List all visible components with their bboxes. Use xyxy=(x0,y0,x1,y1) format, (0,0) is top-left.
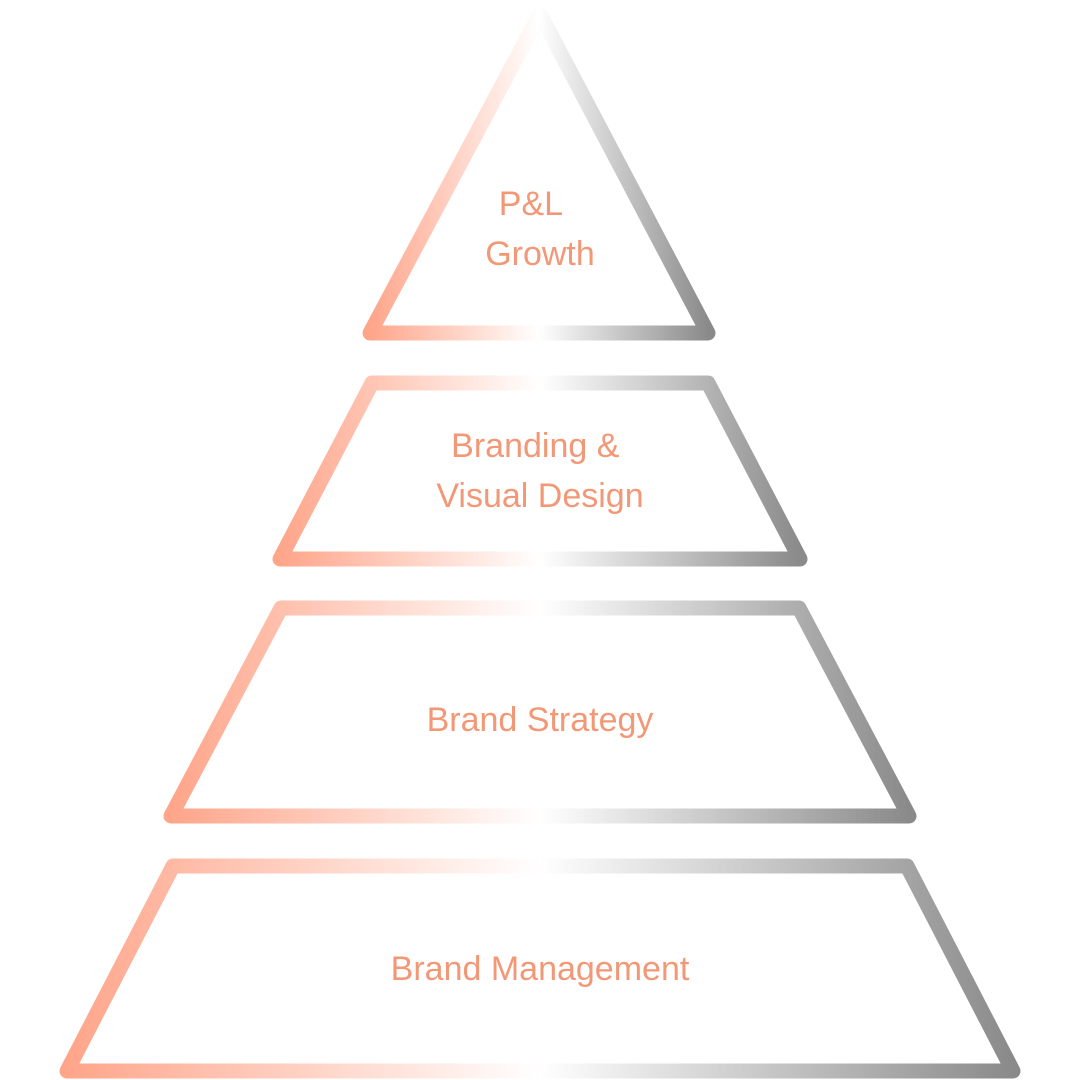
tier-2-label: Branding & Visual Design xyxy=(436,427,643,515)
pyramid-tier-3: Brand Strategy xyxy=(163,600,917,824)
pyramid-tier-top: P&L Growth xyxy=(362,6,716,341)
tier-top-label: P&L Growth xyxy=(485,185,595,273)
tier-3-label-line-1: Brand Strategy xyxy=(427,701,654,739)
tier-3-label: Brand Strategy xyxy=(427,701,654,739)
tier-base-label-line-1: Brand Management xyxy=(391,950,690,988)
tier-2-label-line-2: Visual Design xyxy=(436,477,643,515)
tier-base-outline xyxy=(59,858,1021,1079)
tier-base-label: Brand Management xyxy=(391,950,690,988)
tier-top-label-line-1: P&L xyxy=(499,185,562,223)
tier-2-label-line-1: Branding & xyxy=(451,427,620,465)
tier-top-outline xyxy=(362,6,716,341)
pyramid-tier-base: Brand Management xyxy=(59,858,1021,1079)
tier-3-outline xyxy=(163,600,917,824)
pyramid-tier-2: Branding & Visual Design xyxy=(272,375,808,567)
tier-top-label-line-2: Growth xyxy=(485,235,595,273)
tier-2-outline xyxy=(272,375,808,567)
